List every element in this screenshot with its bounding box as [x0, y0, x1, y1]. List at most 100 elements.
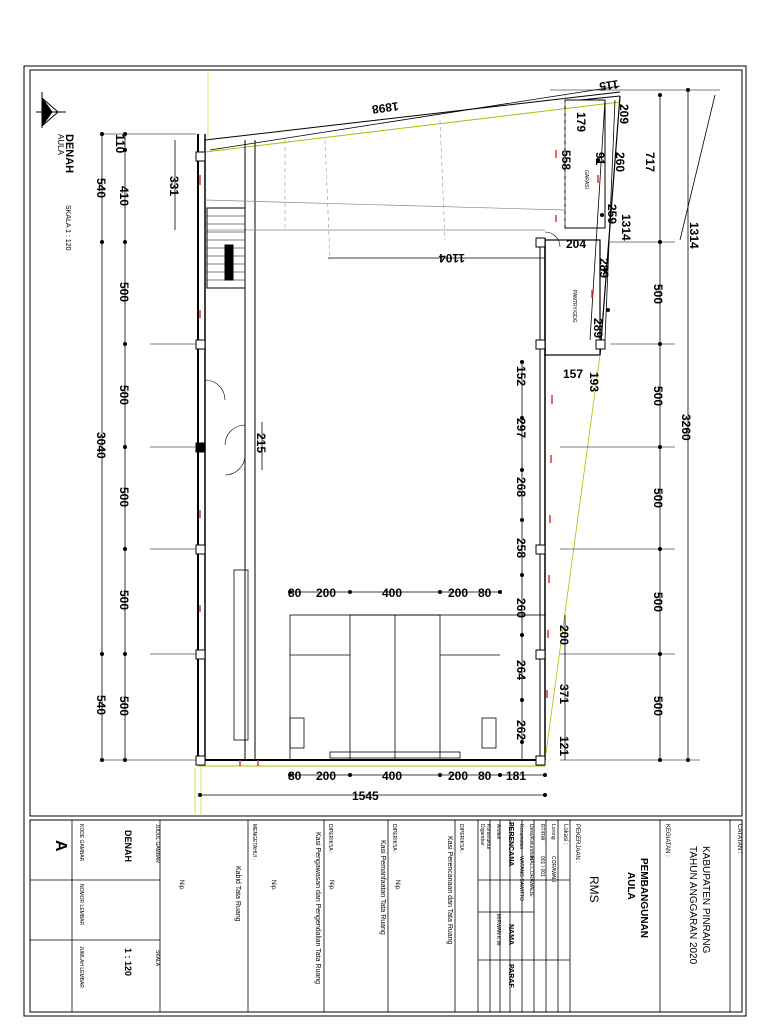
- dim-label: 152: [514, 366, 528, 386]
- info-row-value: 001 / 001: [539, 856, 545, 877]
- approval-role: Kasi Perencanaan dan Tata Ruang: [446, 836, 453, 945]
- dim-label: 500: [651, 592, 665, 612]
- lokasi-label: Lokasi :: [562, 824, 568, 845]
- dim-label: 209: [617, 104, 631, 124]
- project-line-1: PEMBANGUNAN: [638, 858, 649, 938]
- dim-label: 260: [613, 152, 627, 172]
- dim-label: 1898: [371, 99, 400, 117]
- dim-label: 181: [506, 769, 526, 783]
- skala-value: 1 : 120: [123, 948, 133, 976]
- catatan-label: CATATAN :: [736, 824, 742, 854]
- dim-label: 289: [591, 318, 605, 338]
- staff-role: Konstruktur: [485, 824, 491, 850]
- approval-nip: Nip.: [270, 880, 276, 891]
- dim-label: 264: [514, 660, 528, 680]
- approval-nip: Nip.: [328, 880, 334, 891]
- dim-label: 500: [651, 488, 665, 508]
- dim-label: 540: [94, 695, 108, 715]
- drawing-title-stamp: DENAH AULA SKALA 1 : 120: [56, 134, 75, 251]
- dim-label: 179: [574, 112, 588, 132]
- dim-label: 289: [597, 258, 611, 278]
- info-row-value: CORAWALI: [550, 856, 556, 882]
- dim-label: 80: [478, 586, 492, 600]
- dim-label: 204: [566, 237, 586, 251]
- nomor-lembar-label: NOMOR LEMBAR: [78, 884, 84, 926]
- judul-gambar-value: DENAH: [123, 830, 133, 862]
- dim-label: 3040: [94, 432, 108, 459]
- approval-header: DIPERIKSA :: [327, 824, 333, 853]
- title-block-text: CATATAN : KEGIATAN : KABUPATEN PINRANG T…: [52, 822, 742, 988]
- drawing-title: DENAH: [63, 134, 75, 173]
- dim-label: 371: [557, 684, 571, 704]
- drawing-frame: [29, 69, 743, 817]
- approval-role: Kasi Pengawasan dan Pengendalian Tata Ru…: [314, 832, 321, 984]
- approval-role: Kabid Tata Ruang: [234, 866, 241, 922]
- outer-border: [23, 65, 747, 1017]
- dim-label: 262: [514, 720, 528, 740]
- dim-label: 200: [448, 769, 468, 783]
- owner-line-2: TAHUN ANGGARAN 2020: [687, 846, 698, 965]
- dim-label: 1314: [687, 222, 701, 249]
- dim-label: 717: [643, 152, 657, 172]
- dim-label: 1104: [439, 251, 465, 265]
- staff-name: MIRWAN K.W.: [495, 914, 501, 947]
- room-label-pantry: PANTRY/GDG: [571, 290, 577, 323]
- dim-label: 260: [514, 598, 528, 618]
- dim-label: 400: [382, 586, 402, 600]
- dim-label: 500: [651, 284, 665, 304]
- drawing-scale: SKALA 1 : 120: [64, 205, 71, 251]
- dim-label: 558: [559, 150, 573, 170]
- approval-role: Kasi Pemanfaatan Tata Ruang: [379, 840, 386, 935]
- dim-label: 500: [117, 282, 131, 302]
- dim-label: 3260: [679, 414, 693, 441]
- owner-line-1: KABUPATEN PINRANG: [700, 846, 711, 954]
- info-row-label: Kecamatan: [518, 824, 524, 850]
- dim-label: 400: [382, 769, 402, 783]
- dim-label: 200: [448, 586, 468, 600]
- info-row-label: Desa/Kelurahan: [528, 824, 534, 860]
- title-block-frame: [29, 819, 743, 1013]
- dim-label: 297: [514, 418, 528, 438]
- dim-label: 115: [598, 77, 619, 94]
- dim-label: 259: [605, 204, 619, 224]
- dim-label: 110: [113, 134, 127, 154]
- dim-label: 80: [478, 769, 492, 783]
- dim-label: 215: [254, 433, 268, 453]
- kode-gambar-label: KODE GAMBAR: [78, 824, 84, 862]
- drawing-subtitle: AULA: [56, 134, 65, 156]
- approval-nip: Nip.: [394, 880, 400, 891]
- dim-label: 258: [514, 538, 528, 558]
- north-arrow-icon: [36, 92, 66, 128]
- nama-header: NAMA: [507, 924, 514, 945]
- skala-label: SKALA: [154, 950, 160, 967]
- dim-label: 1545: [352, 789, 379, 803]
- dim-label: 121: [557, 736, 571, 756]
- dim-label: 200: [316, 769, 336, 783]
- dim-label: 500: [651, 386, 665, 406]
- jumlah-lembar-label: JUMLAH LEMBAR: [78, 946, 84, 988]
- dim-label: 410: [117, 186, 131, 206]
- dim-label: 200: [557, 625, 571, 645]
- dim-label: 80: [288, 586, 302, 600]
- paraf-header: PARAF: [507, 964, 514, 988]
- approval-header: MENGETAHUI :: [251, 824, 257, 860]
- room-label-garasi: GARASI: [583, 170, 589, 189]
- dim-label: 500: [117, 487, 131, 507]
- info-row-value: WATANG SAWITTO: [518, 856, 524, 901]
- dim-label: 500: [117, 696, 131, 716]
- title-block: [30, 820, 731, 1012]
- info-row-label: Lorong: [550, 824, 556, 840]
- dim-label: 200: [316, 586, 336, 600]
- info-row-label: RT/RW: [539, 824, 545, 840]
- dim-label: 1314: [619, 214, 633, 241]
- room-labels: GARASI PANTRY/GDG: [571, 170, 589, 323]
- lokasi-value: RMS: [587, 876, 601, 903]
- dim-label: 500: [651, 696, 665, 716]
- dim-label: 193: [587, 372, 601, 392]
- staff-role: Digambar: [479, 824, 485, 846]
- dim-label: 500: [117, 385, 131, 405]
- kegiatan-label: KEGIATAN :: [664, 824, 670, 857]
- staff-role: Arsitek: [495, 824, 501, 840]
- dim-label: 91: [593, 152, 607, 166]
- approval-header: DIPERIKSA :: [391, 824, 397, 853]
